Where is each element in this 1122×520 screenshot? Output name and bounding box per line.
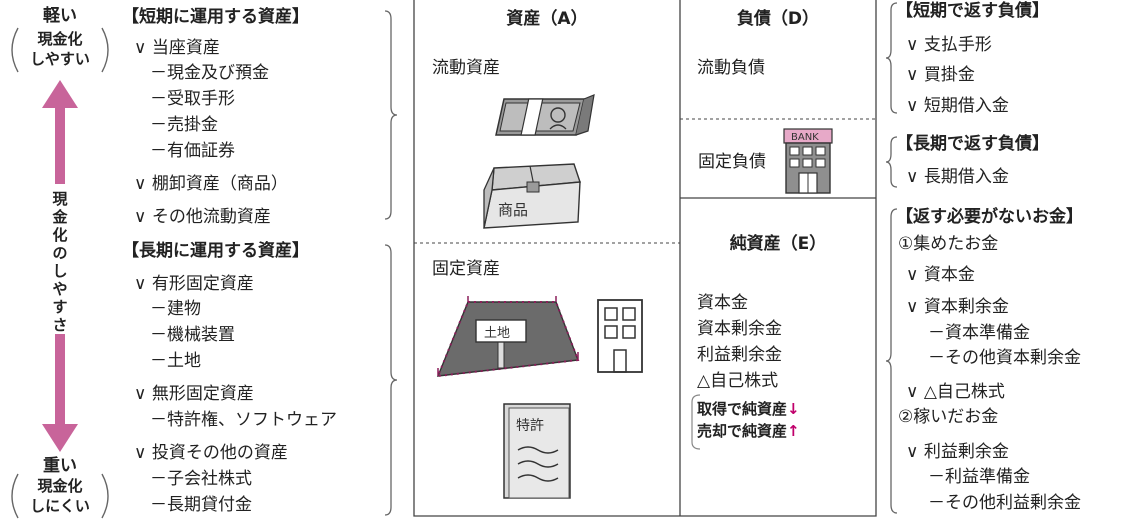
list-item: ∨ 資本金 xyxy=(906,265,975,285)
liabilities-header: 負債（D） xyxy=(736,9,820,29)
bracket-short-term-liabilities xyxy=(885,2,898,114)
bracket-long-term-assets xyxy=(384,244,398,516)
bracket-short-term-assets xyxy=(384,10,398,220)
axis-char: や xyxy=(52,280,68,298)
list-item: －現金及び預金 xyxy=(150,63,269,83)
axis-label-mask xyxy=(0,184,120,334)
list-item: ∨ 買掛金 xyxy=(906,65,975,85)
list-item: ∨ 短期借入金 xyxy=(906,96,1009,116)
paren-top-left xyxy=(11,27,19,73)
axis-char: す xyxy=(52,298,68,316)
cash-bundle-icon xyxy=(495,94,595,136)
net-assets-item: 利益剰余金 xyxy=(697,345,782,365)
equity-header: 【返す必要がないお金】 xyxy=(896,207,1083,227)
list-item: －売掛金 xyxy=(150,115,218,135)
list-item: －子会社株式 xyxy=(150,469,252,489)
net-assets-item: 資本金 xyxy=(697,293,748,313)
list-item: ∨ 支払手形 xyxy=(906,35,992,55)
bank-sign-text: BANK xyxy=(791,132,819,143)
short-term-liabilities-header: 【短期で返す負債】 xyxy=(896,1,1049,21)
list-item: －その他利益剰余金 xyxy=(928,493,1081,513)
land-icon: 土地 xyxy=(436,296,580,378)
treasury-note-bracket xyxy=(691,394,701,450)
up-arrow-icon: ↑ xyxy=(787,422,800,440)
list-item: ∨ その他流動資産 xyxy=(134,207,271,227)
list-item: －土地 xyxy=(150,351,201,371)
bank-icon: BANK xyxy=(783,128,833,194)
list-item: ∨ △自己株式 xyxy=(906,382,1005,402)
net-assets-item: 資本剰余金 xyxy=(697,319,782,339)
scale-top-sub-2: しやすい xyxy=(30,50,90,68)
patent-document-icon: 特許 xyxy=(503,403,571,499)
bracket-long-term-liabilities xyxy=(885,136,898,188)
list-item: ∨ 当座資産 xyxy=(134,38,220,58)
building-icon xyxy=(597,299,643,373)
net-assets-item: △自己株式 xyxy=(697,371,779,391)
list-item: －その他資本剰余金 xyxy=(928,348,1081,368)
product-box-icon: 商品 xyxy=(483,163,581,229)
axis-char: 現 xyxy=(52,190,68,208)
axis-char: し xyxy=(52,262,68,280)
list-item: －特許権、ソフトウェア xyxy=(150,410,337,430)
treasury-note-sell: 売却で純資産↑ xyxy=(697,422,800,440)
axis-char: さ xyxy=(52,316,68,334)
list-item: ∨ 資本剰余金 xyxy=(906,297,1009,317)
fixed-assets-label: 固定資産 xyxy=(432,259,500,279)
list-item: ①集めたお金 xyxy=(898,234,999,254)
list-item: ∨ 利益剰余金 xyxy=(906,442,1009,462)
list-item: ∨ 棚卸資産（商品） xyxy=(134,174,288,194)
balance-sheet-frame xyxy=(413,0,877,517)
scale-bottom-label: 重い xyxy=(43,456,77,476)
scale-bottom-sub-2: しにくい xyxy=(30,497,90,515)
list-item: ∨ 長期借入金 xyxy=(906,167,1009,187)
treasury-note-acquire: 取得で純資産↓ xyxy=(697,400,800,418)
current-liabilities-label: 流動負債 xyxy=(697,58,765,78)
paren-bottom-right xyxy=(101,473,109,519)
list-item: －資本準備金 xyxy=(928,323,1030,343)
list-item: －利益準備金 xyxy=(928,467,1030,487)
patent-text: 特許 xyxy=(516,418,544,434)
current-assets-label: 流動資産 xyxy=(432,58,500,78)
list-item: －長期貸付金 xyxy=(150,495,252,515)
list-item: －建物 xyxy=(150,299,201,319)
list-item: －受取手形 xyxy=(150,89,235,109)
down-arrow-icon: ↓ xyxy=(787,400,800,418)
scale-bottom-sub-1: 現金化 xyxy=(37,477,83,495)
axis-char: 化 xyxy=(52,226,68,244)
scale-top-sub-1: 現金化 xyxy=(37,30,83,48)
long-term-liabilities-header: 【長期で返す負債】 xyxy=(896,134,1049,154)
long-term-assets-header: 【長期に運用する資産】 xyxy=(122,241,309,261)
list-item: ∨ 無形固定資産 xyxy=(134,384,254,404)
scale-top-label: 軽い xyxy=(43,6,77,26)
axis-char: 金 xyxy=(52,208,68,226)
fixed-liabilities-label: 固定負債 xyxy=(698,152,766,172)
axis-char: の xyxy=(52,244,68,262)
list-item: ②稼いだお金 xyxy=(898,407,999,427)
land-sign-text: 土地 xyxy=(484,326,510,341)
list-item: －機械装置 xyxy=(150,325,235,345)
list-item: －有価証券 xyxy=(150,141,235,161)
short-term-assets-header: 【短期に運用する資産】 xyxy=(122,7,309,27)
bracket-equity xyxy=(885,208,898,514)
list-item: ∨ 投資その他の資産 xyxy=(134,443,288,463)
product-box-text: 商品 xyxy=(498,201,528,219)
assets-header: 資産（A） xyxy=(506,9,588,29)
net-assets-header: 純資産（E） xyxy=(729,234,827,254)
paren-bottom-left xyxy=(11,473,19,519)
list-item: ∨ 有形固定資産 xyxy=(134,274,254,294)
paren-top-right xyxy=(101,27,109,73)
